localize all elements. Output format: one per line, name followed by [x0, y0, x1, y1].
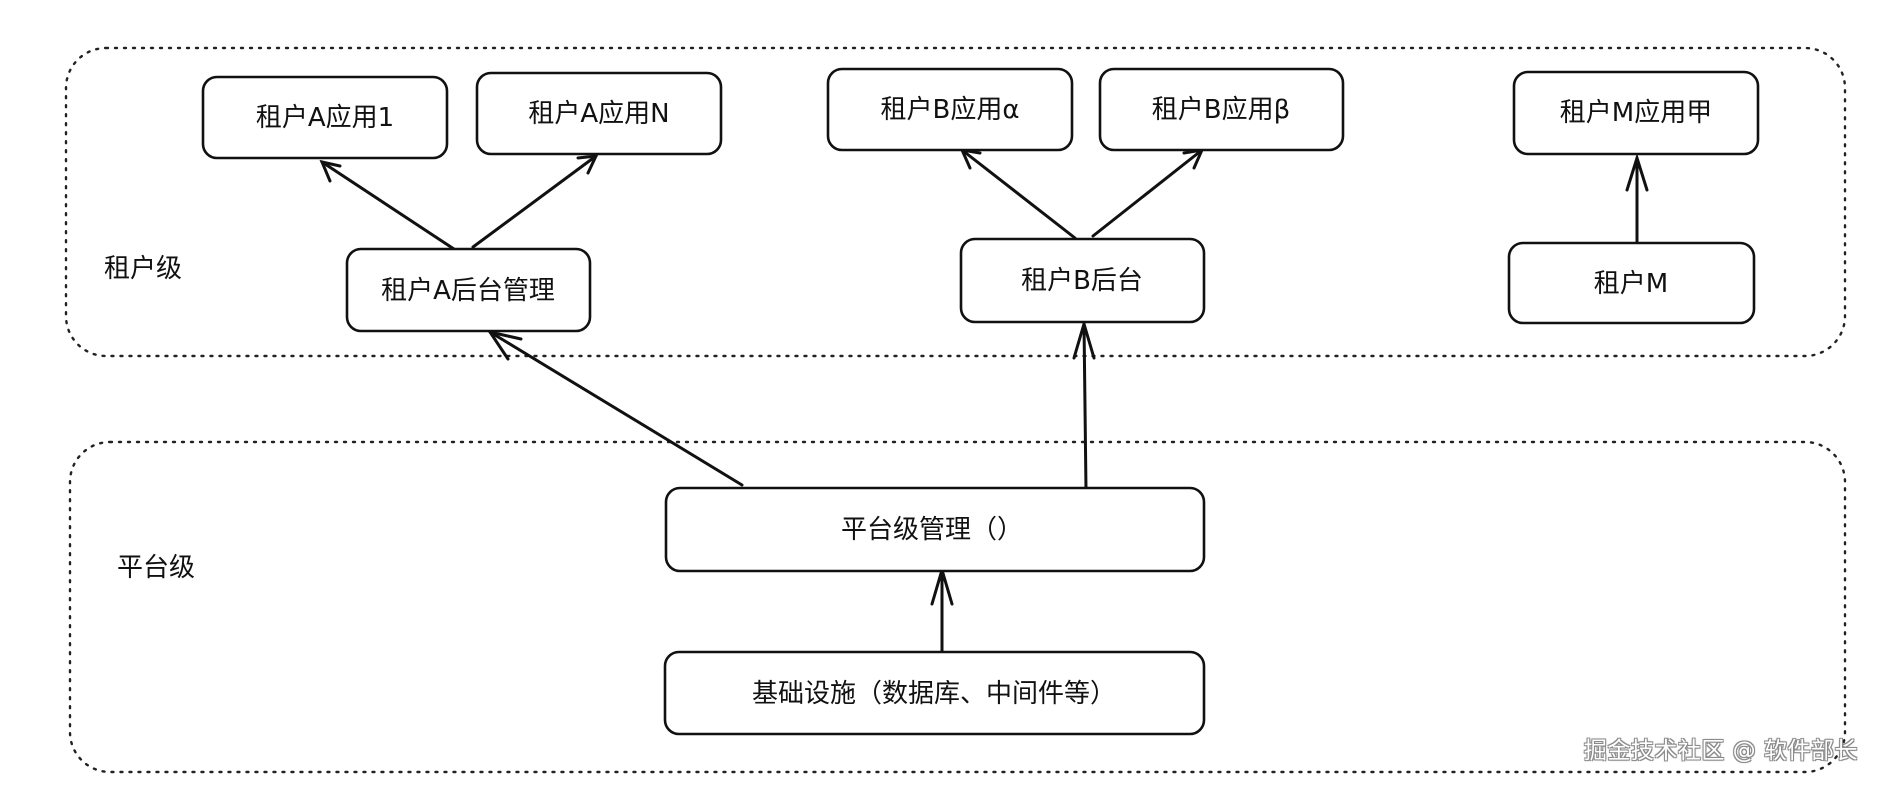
node-tenant-b-app-alpha: 租户B应用α	[826, 67, 1074, 152]
arrowhead-tenant-b-app-alpha	[959, 148, 982, 170]
edge-tenant-a-backend-to-app-1	[320, 160, 462, 255]
platform-level-region	[68, 440, 1847, 774]
edge-tenant-a-backend-to-app-n	[471, 154, 598, 249]
edge-platform-to-tenant-b-backend	[1082, 322, 1088, 492]
node-tenant-a-app-n: 租户A应用N	[475, 71, 723, 156]
arrowhead-tenant-a-app-1	[319, 159, 342, 183]
node-label: 租户M	[1594, 269, 1668, 299]
edge-tenant-b-backend-to-app-alpha	[960, 148, 1077, 240]
node-tenant-b-app-beta: 租户B应用β	[1098, 67, 1345, 152]
node-tenant-a-app-1: 租户A应用1	[201, 75, 449, 160]
tenant-level-label: 租户级	[104, 254, 182, 284]
node-label: 租户A后台管理	[381, 276, 555, 306]
node-platform-management: 平台级管理（）	[664, 486, 1206, 573]
node-label: 租户M应用甲	[1560, 98, 1712, 128]
node-tenant-b-backend: 租户B后台	[959, 237, 1206, 324]
arrowhead-tenant-b-backend	[1072, 318, 1096, 360]
node-label: 租户B应用α	[881, 95, 1020, 125]
node-label: 租户A应用N	[528, 99, 669, 129]
node-tenant-m-app-jia: 租户M应用甲	[1512, 70, 1760, 156]
edge-platform-to-tenant-a-backend	[488, 330, 744, 487]
node-label: 基础设施（数据库、中间件等）	[752, 679, 1116, 709]
node-label: 租户B应用β	[1152, 95, 1290, 125]
arrowhead-tenant-a-app-n	[576, 154, 599, 175]
node-tenant-a-backend: 租户A后台管理	[345, 247, 592, 333]
edges	[319, 148, 1649, 653]
node-label: 平台级管理（）	[841, 515, 1023, 545]
platform-level-label: 平台级	[117, 553, 195, 583]
node-label: 租户A应用1	[256, 103, 394, 133]
node-tenant-m: 租户M	[1507, 241, 1756, 325]
edge-tenant-b-backend-to-app-beta	[1091, 148, 1204, 238]
node-label: 租户B后台	[1021, 266, 1143, 296]
node-infrastructure: 基础设施（数据库、中间件等）	[663, 650, 1206, 736]
arrowhead-tenant-m-app-jia	[1625, 152, 1649, 192]
watermark: 掘金技术社区 @ 软件部长	[1583, 738, 1858, 764]
